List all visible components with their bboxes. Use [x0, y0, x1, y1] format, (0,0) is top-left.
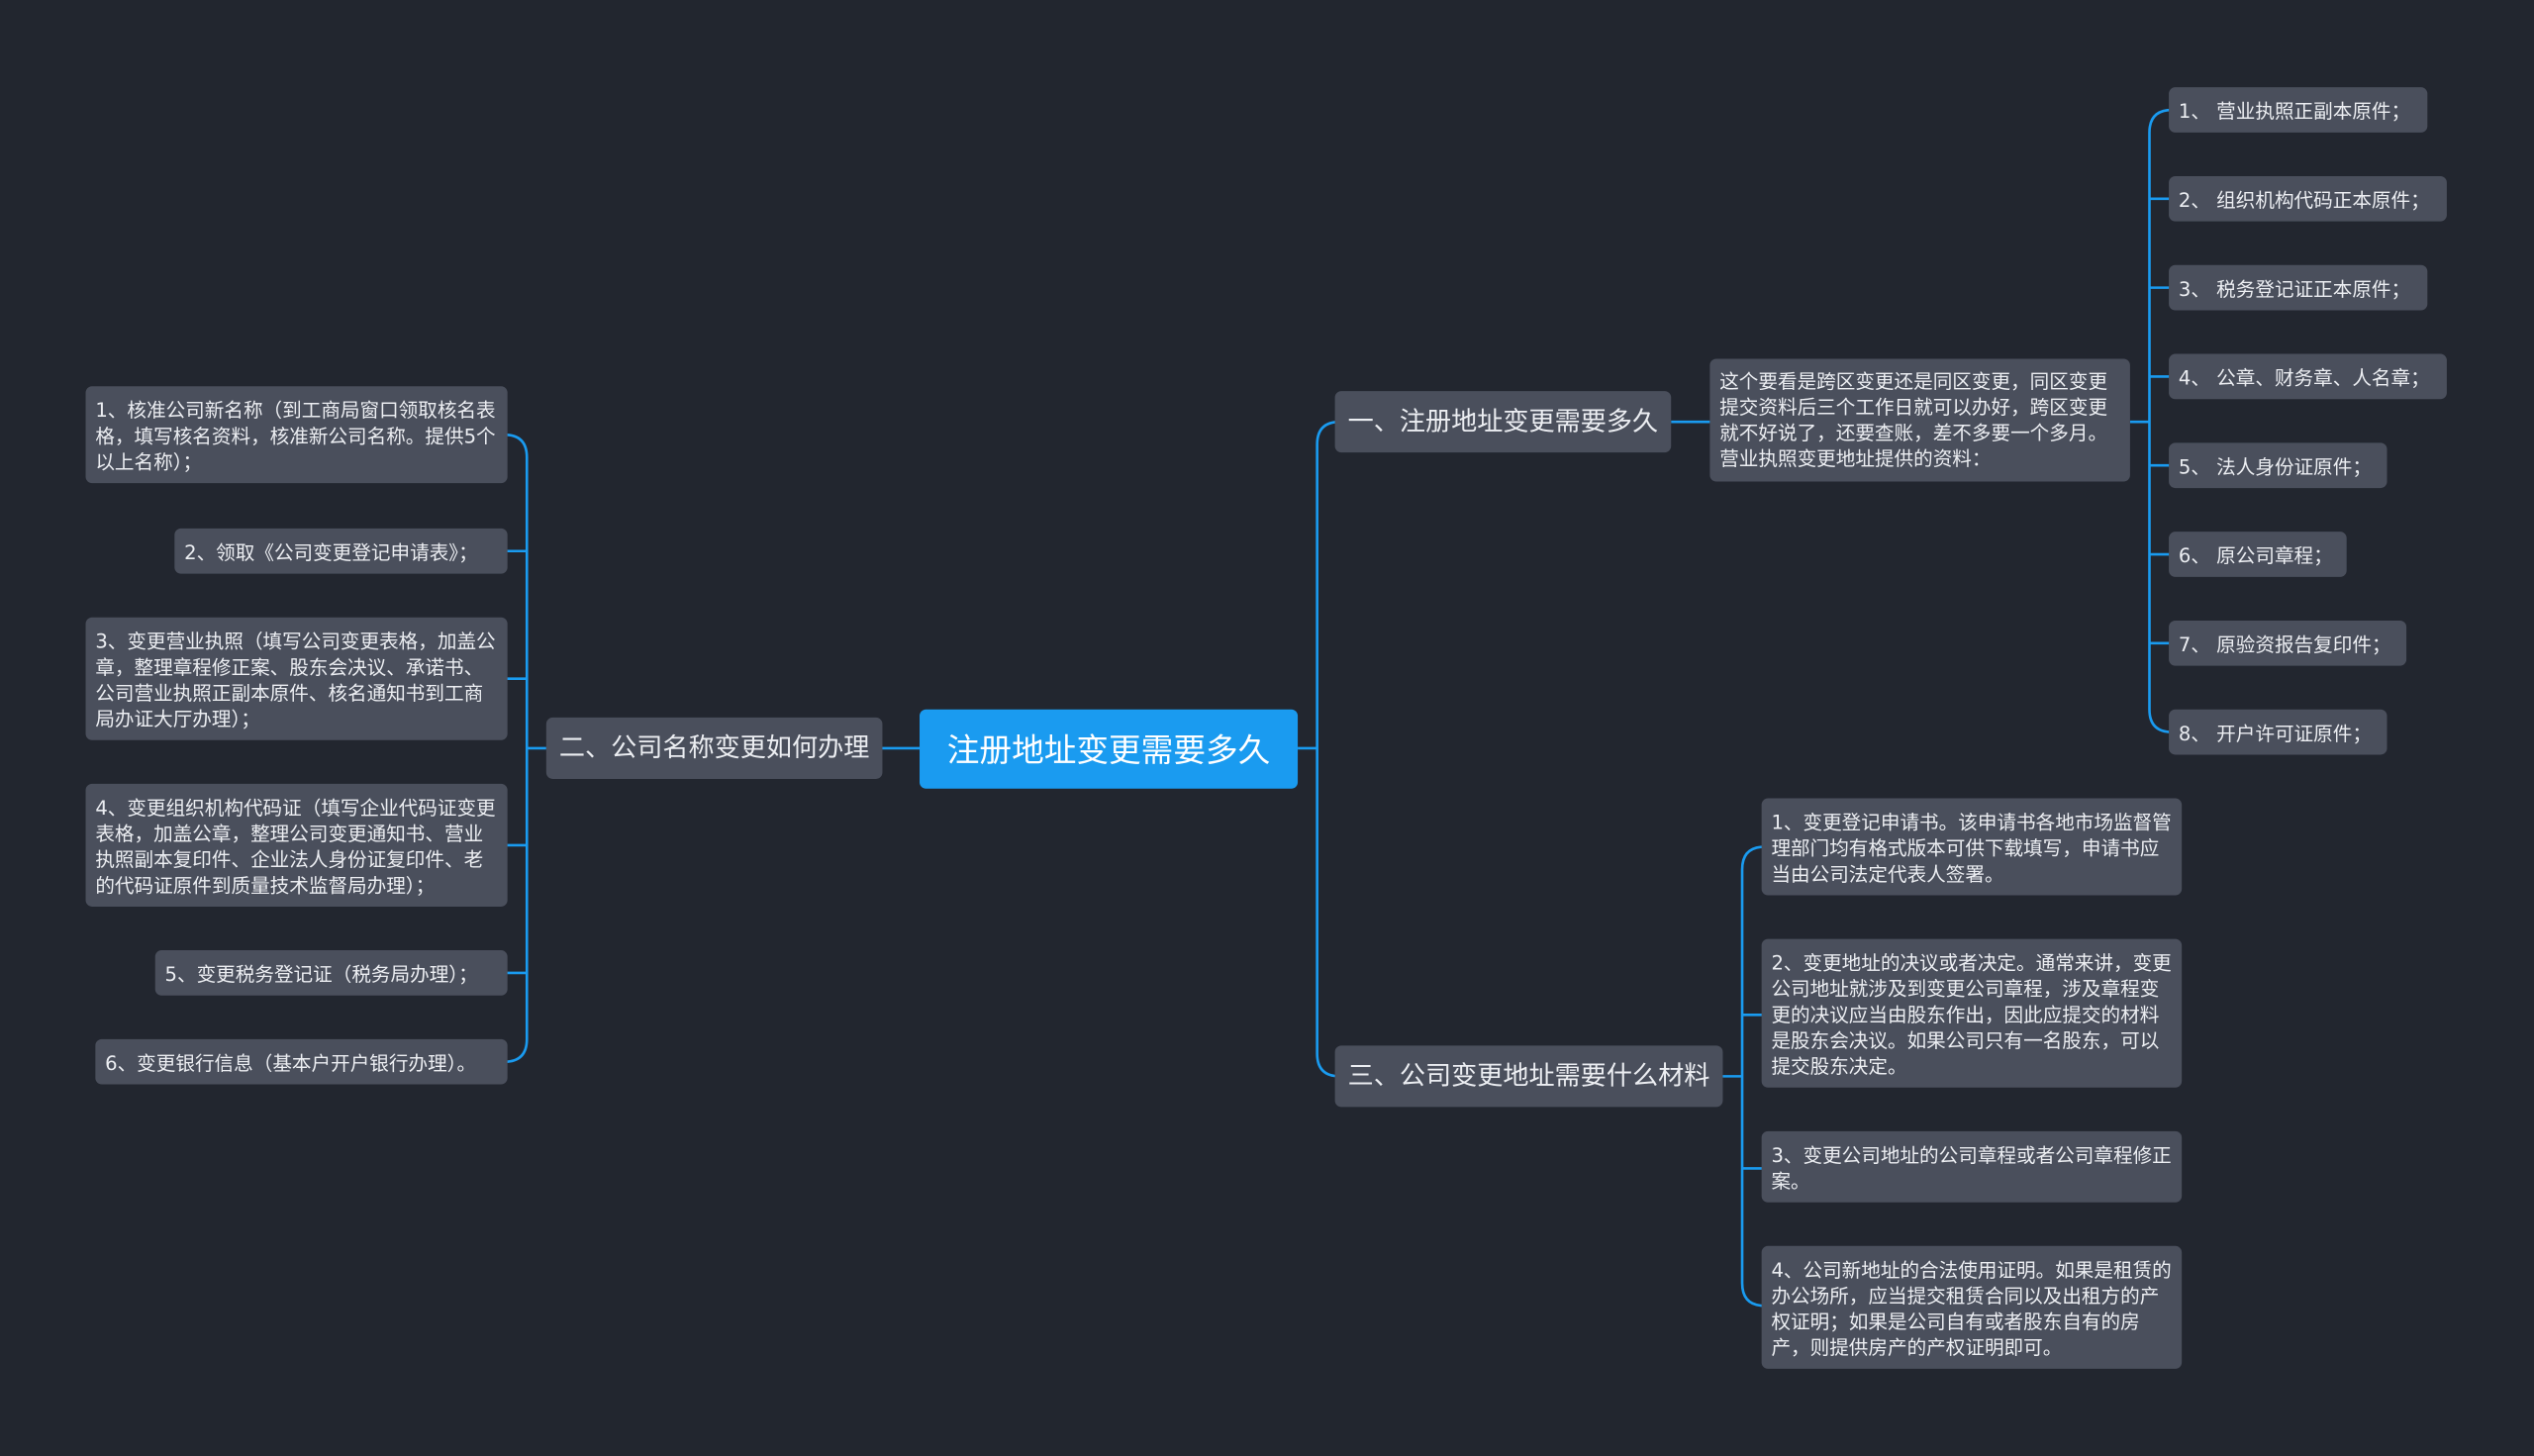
b3-item-2[interactable]: 2、变更地址的决议或者决定。通常来讲，变更公司地址就涉及到变更公司章程，涉及章程… [1761, 938, 2183, 1088]
link-b2-items [504, 433, 529, 1063]
b2-item-3[interactable]: 3、变更营业执照（填写公司变更表格，加盖公章，整理章程修正案、股东会决议、承诺书… [85, 617, 508, 740]
b1-item-6[interactable]: 6、 原公司章程； [2169, 532, 2347, 577]
b1-item-7[interactable]: 7、 原验资报告复印件； [2169, 620, 2407, 666]
b3-item-4[interactable]: 4、公司新地址的合法使用证明。如果是租赁的办公场所，应当提交租赁合同以及出租方的… [1761, 1245, 2183, 1369]
link-b3-items [1740, 845, 1765, 1308]
b2-item-6[interactable]: 6、变更银行信息（基本户开户银行办理）。 [95, 1038, 508, 1085]
b1-item-1[interactable]: 1、 营业执照正副本原件； [2169, 87, 2428, 133]
b1-item-4[interactable]: 4、 公章、财务章、人名章； [2169, 353, 2447, 400]
b1-item-2[interactable]: 2、 组织机构代码正本原件； [2169, 175, 2447, 222]
b2-item-1[interactable]: 1、核准公司新名称（到工商局窗口领取核名表格，填写核名资料，核准新公司名称。提供… [85, 386, 508, 484]
branch-registered-address-duration[interactable]: 一、注册地址变更需要多久 [1334, 391, 1672, 453]
b3-item-1[interactable]: 1、变更登记申请书。该申请书各地市场监督管理部门均有格式版本可供下载填写，申请书… [1761, 798, 2183, 896]
b2-item-2[interactable]: 2、领取《公司变更登记申请表》； [174, 528, 508, 574]
b1-item-3[interactable]: 3、 税务登记证正本原件； [2169, 264, 2428, 311]
link-right-spine [1316, 420, 1340, 1078]
branch-address-change-materials[interactable]: 三、公司变更地址需要什么材料 [1334, 1045, 1723, 1108]
b3-item-3[interactable]: 3、变更公司地址的公司章程或者公司章程修正案。 [1761, 1130, 2183, 1203]
branch-company-name-change[interactable]: 二、公司名称变更如何办理 [545, 717, 883, 779]
b2-item-4[interactable]: 4、变更组织机构代码证（填写企业代码证变更表格，加盖公章，整理公司变更通知书、营… [85, 783, 508, 907]
root-topic[interactable]: 注册地址变更需要多久 [920, 709, 1299, 789]
b1-item-5[interactable]: 5、 法人身份证原件； [2169, 442, 2388, 489]
branch1-description[interactable]: 这个要看是跨区变更还是同区变更，同区变更提交资料后三个工作日就可以办好，跨区变更… [1709, 358, 2130, 482]
b2-item-5[interactable]: 5、变更税务登记证（税务局办理）； [154, 950, 508, 996]
b1-item-8[interactable]: 8、 开户许可证原件； [2169, 709, 2388, 755]
link-b1-items [2148, 108, 2173, 733]
